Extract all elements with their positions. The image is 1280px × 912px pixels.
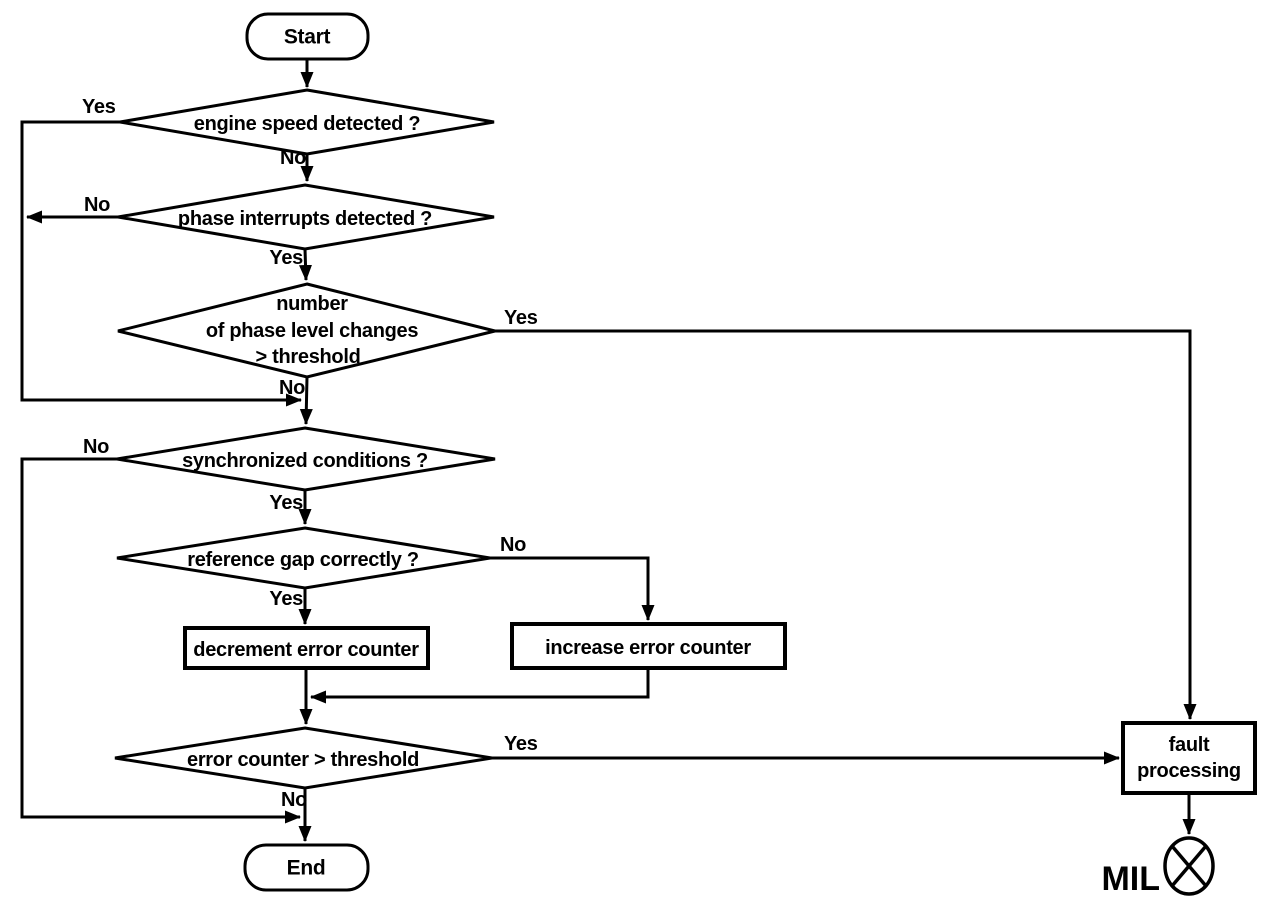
process-fault-processing-line1: fault	[1169, 734, 1210, 756]
decision-phase-level-changes	[117, 282, 496, 379]
edge-label-synchronized-yes: Yes	[269, 492, 303, 514]
edge-label-phase-interrupts-yes: Yes	[269, 247, 303, 269]
start-terminal	[245, 12, 370, 61]
process-increase-counter-label: increase error counter	[545, 637, 751, 659]
decision-reference-gap	[116, 526, 491, 590]
start-label: Start	[284, 25, 331, 48]
connector-increase-merge	[310, 668, 650, 704]
edge-label-reference-gap-no: No	[500, 534, 526, 556]
connector-synchronized-no-loop	[20, 457, 301, 824]
process-decrement-counter-label: decrement error counter	[193, 639, 419, 661]
decision-error-counter-label: error counter > threshold	[187, 749, 419, 771]
edge-label-phase-interrupts-no: No	[84, 194, 110, 216]
connector-reference-gap-no	[490, 556, 655, 621]
decision-engine-speed-label: engine speed detected ?	[194, 113, 421, 135]
end-terminal	[243, 843, 370, 892]
mil-lamp-icon	[1163, 836, 1215, 896]
edge-label-phase-level-no: No	[279, 377, 305, 399]
edge-label-engine-speed-yes: Yes	[82, 96, 116, 118]
decision-synchronized	[116, 426, 496, 492]
decision-phase-level-changes-line1: number	[276, 293, 348, 315]
process-fault-processing-line2: processing	[1137, 760, 1241, 782]
decision-synchronized-label: synchronized conditions ?	[182, 450, 428, 472]
decision-phase-interrupts	[117, 183, 495, 251]
decision-reference-gap-label: reference gap correctly ?	[187, 549, 419, 571]
connector-engine-speed-yes-loop	[20, 120, 302, 407]
connector-phase-interrupts-yes	[299, 248, 313, 281]
decision-engine-speed	[119, 88, 495, 156]
edge-label-reference-gap-yes: Yes	[269, 588, 303, 610]
process-increase-counter	[510, 622, 787, 670]
process-decrement-counter	[183, 626, 430, 670]
edge-label-phase-level-yes: Yes	[504, 307, 538, 329]
process-fault-processing	[1121, 721, 1257, 795]
edge-label-engine-speed-no: No	[280, 147, 306, 169]
decision-phase-level-changes-line2: of phase level changes	[206, 320, 419, 342]
edge-label-error-counter-yes: Yes	[504, 733, 538, 755]
connector-phase-level-no	[299, 376, 313, 425]
edge-label-synchronized-no: No	[83, 436, 109, 458]
end-label: End	[287, 856, 326, 879]
decision-phase-level-changes-line3: > threshold	[255, 346, 360, 368]
edge-label-error-counter-no: No	[281, 789, 307, 811]
decision-phase-interrupts-label: phase interrupts detected ?	[178, 208, 432, 230]
mil-label: MIL	[1101, 860, 1160, 898]
decision-error-counter	[114, 726, 493, 790]
connector-phase-level-yes-to-fault	[495, 329, 1197, 720]
